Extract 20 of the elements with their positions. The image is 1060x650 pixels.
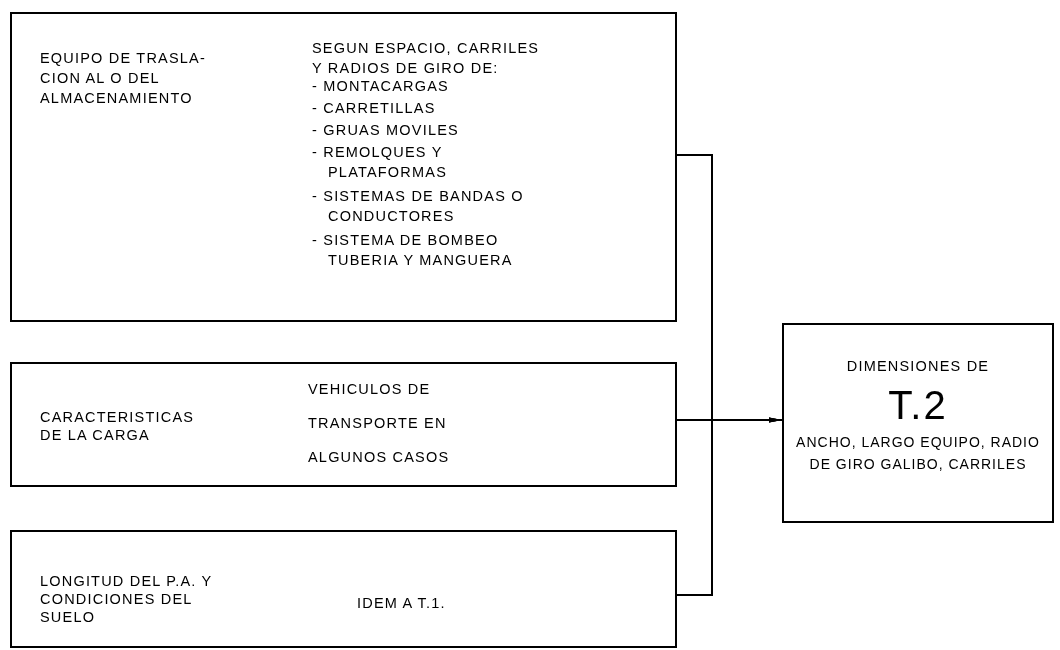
box-heading: CARACTERISTICAS DE LA CARGA	[40, 408, 196, 444]
box-text: - CARRETILLAS	[312, 99, 437, 118]
connector-arrow	[676, 417, 783, 596]
box-text: - SISTEMAS DE BANDAS O CONDUCTORES	[312, 187, 525, 226]
box-heading: LONGITUD DEL P.A. Y CONDICIONES DEL SUELO	[40, 572, 214, 626]
process-box	[10, 12, 677, 322]
box-text: - MONTACARGAS	[312, 77, 450, 96]
reference-code: T.2	[887, 383, 949, 427]
process-box	[10, 362, 677, 487]
box-heading: DIMENSIONES DE	[845, 357, 991, 375]
box-heading: EQUIPO DE TRASLA- CION AL O DEL ALMACENAMIENTO	[40, 49, 207, 108]
box-text: - REMOLQUES Y PLATAFORMAS	[312, 143, 448, 182]
box-text: IDEM A T.1.	[357, 594, 447, 612]
box-text: - GRUAS MOVILES	[312, 121, 460, 140]
box-text: SEGUN ESPACIO, CARRILES Y RADIOS DE GIRO DE:	[312, 39, 541, 78]
process-box	[10, 530, 677, 648]
box-text: VEHICULOS DE TRANSPORTE EN ALGUNOS CASOS	[308, 380, 451, 467]
box-text: ANCHO, LARGO EQUIPO, RADIO DE GIRO GALIBO, CARRILES	[795, 433, 1041, 474]
process-box	[782, 323, 1054, 523]
box-text: - SISTEMA DE BOMBEO TUBERIA Y MANGUERA	[312, 231, 514, 270]
